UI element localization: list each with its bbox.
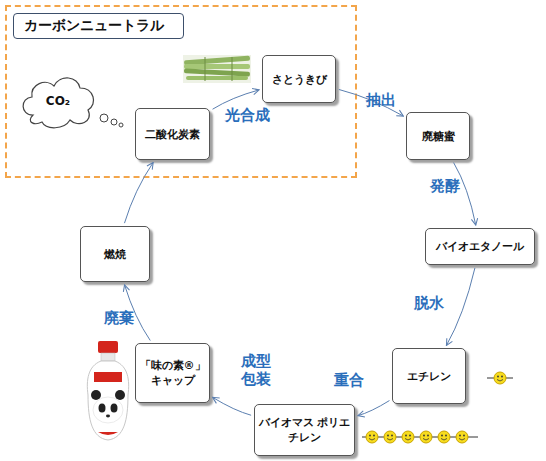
cloud-bubbles [100,114,123,127]
step-label: 成型 包装 [238,352,274,388]
node-text: バイオエタノール [434,239,526,254]
flow-arrow [339,89,403,116]
region-title: カーボンニュートラル [13,13,184,39]
node-text: 「味の素®」 キャップ [136,358,209,388]
process-box: エチレン [392,348,466,404]
process-box: バイオエタノール [425,228,535,265]
process-box: 二酸化炭素 [135,108,210,160]
process-box: 燃焼 [80,226,150,282]
polyethylene-chain [362,431,478,443]
node-text: CO₂ [46,94,70,108]
step-label: 光合成 [216,106,278,124]
node-text: さとうきび [270,72,329,87]
process-box: さとうきび [262,55,336,103]
step-label: 重合 [328,371,370,389]
dashed-region: カーボンニュートラル CO₂ 二酸化炭素 さとうきび [5,5,357,178]
sugarcane-photo [183,55,251,83]
process-box: 「味の素®」 キャップ [135,343,210,403]
ethylene-molecule [487,372,513,384]
flow-arrow [358,401,390,416]
step-label: 廃棄 [98,309,140,327]
flow-arrow [213,397,252,415]
step-label: 発酵 [424,177,466,195]
process-box: 廃糖蜜 [406,112,470,160]
flow-arrow [446,268,474,345]
node-text: 廃糖蜜 [420,129,457,144]
node-text: エチレン [405,369,453,384]
step-label: 脱水 [408,294,450,312]
bottle-illustration [87,341,128,440]
node-text: 燃焼 [102,247,128,262]
node-text: 二酸化炭素 [143,127,202,142]
step-label: 抽出 [360,91,402,109]
node-text: バイオマス ポリエチレン [255,415,354,445]
flow-arrow [124,162,153,223]
co2-cloud: CO₂ [18,70,98,132]
process-box: バイオマス ポリエチレン [254,404,355,456]
